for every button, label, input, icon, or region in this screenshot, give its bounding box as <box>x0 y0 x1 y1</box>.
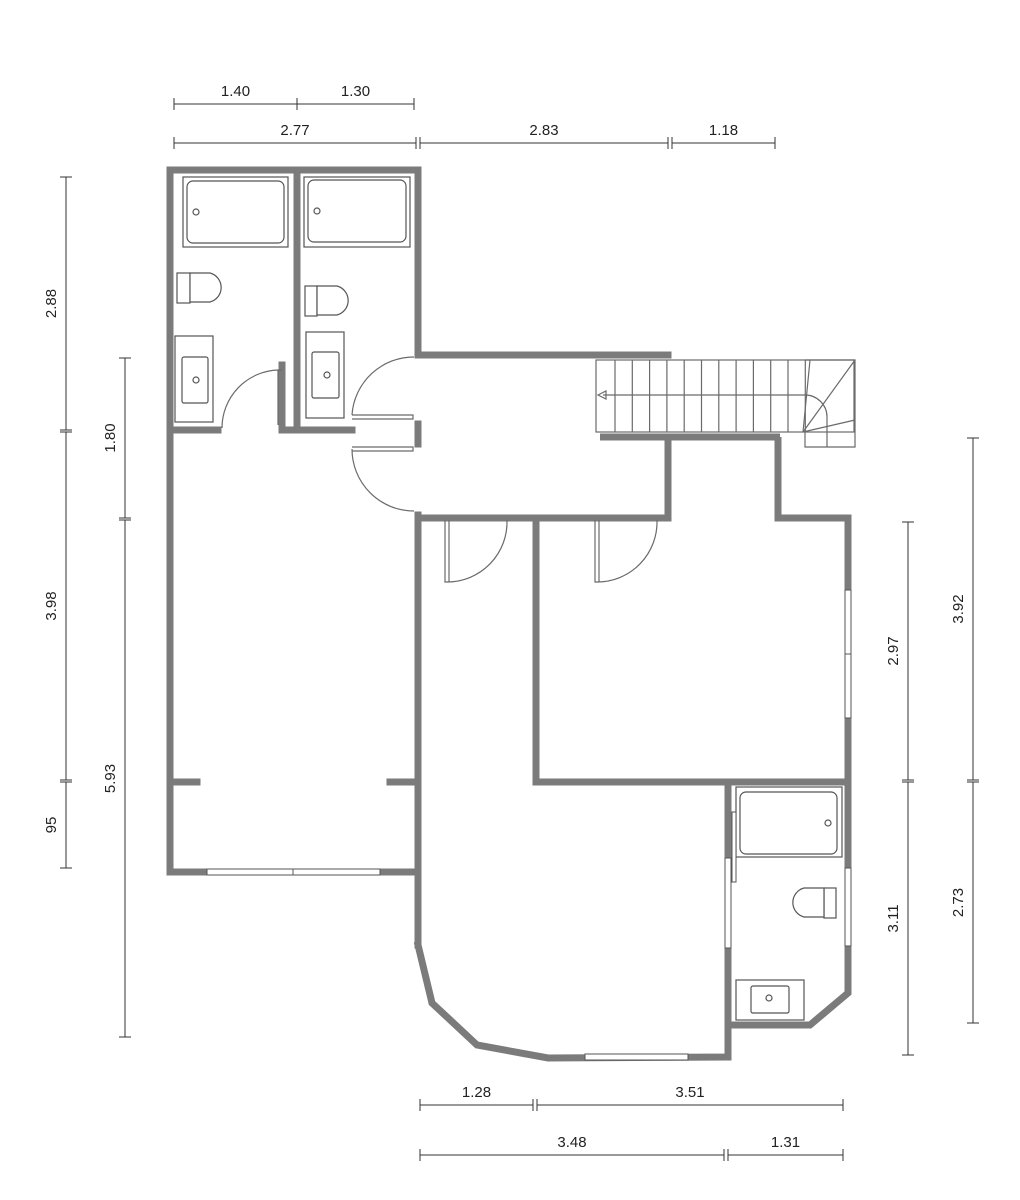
door-swing-icon <box>351 446 415 512</box>
window-icon <box>844 653 852 719</box>
windows <box>206 589 852 1061</box>
stair-tread <box>802 419 856 433</box>
dimension-label: 1.30 <box>341 83 370 100</box>
toilet-icon <box>304 285 349 317</box>
wall-bay <box>413 781 732 1062</box>
window-icon <box>724 857 732 949</box>
walls <box>166 166 852 1062</box>
wall-right-room <box>532 514 852 786</box>
dimension-label: 1.28 <box>462 1084 491 1101</box>
dimension-label: 3.11 <box>885 904 902 932</box>
dimension-label: 3.51 <box>675 1084 704 1101</box>
dimension-label: 3.92 <box>950 594 967 623</box>
dimension-label: 2.77 <box>280 122 309 139</box>
bathtub-icon <box>735 786 843 858</box>
sink-icon <box>735 979 805 1021</box>
dimension-label: 2.73 <box>950 888 967 917</box>
door-swing-icon <box>221 369 282 429</box>
window-icon <box>584 1053 689 1061</box>
dimension-label: 1.40 <box>221 83 250 100</box>
fixtures <box>174 176 843 1021</box>
dimension-label: 5.93 <box>102 764 119 793</box>
staircase-icon <box>595 359 856 448</box>
dimension-label: 3.98 <box>43 591 60 620</box>
stair-tread <box>802 359 856 433</box>
window-icon <box>844 867 852 947</box>
dimension-label: 2.88 <box>43 289 60 318</box>
dimension-label: 1.31 <box>771 1134 800 1151</box>
wall-below-stair <box>600 433 852 1029</box>
dimension-label: 2.83 <box>529 122 558 139</box>
stair-tread <box>802 359 811 433</box>
dimension-label: 1.18 <box>709 122 738 139</box>
doors <box>221 356 658 583</box>
dimension-label: 3.48 <box>557 1134 586 1151</box>
dimension-label: 1.80 <box>102 423 119 452</box>
toilet-icon <box>176 272 222 304</box>
bathtub-icon <box>182 176 289 248</box>
wall-bath1-jamb <box>278 361 356 434</box>
window-icon <box>731 811 737 883</box>
window-icon <box>206 868 294 876</box>
window-icon <box>844 589 852 655</box>
stair-arrow-icon <box>596 390 607 400</box>
window-icon <box>292 868 381 876</box>
dimension-label: 2.97 <box>885 636 902 665</box>
bathtub-icon <box>303 176 411 248</box>
sink-icon <box>305 331 345 419</box>
dimension-label: 95 <box>43 817 60 834</box>
sink-icon <box>174 335 214 423</box>
stair-direction-line <box>603 394 828 447</box>
dimension-lines: 1.40 1.30 2.77 2.83 1.18 2.88 3.98 95 1.80 5.93 2.… <box>43 83 979 1161</box>
door-swing-icon <box>351 356 415 420</box>
door-swing-icon <box>444 519 508 583</box>
toilet-icon <box>792 887 837 919</box>
door-swing-icon <box>594 519 658 583</box>
